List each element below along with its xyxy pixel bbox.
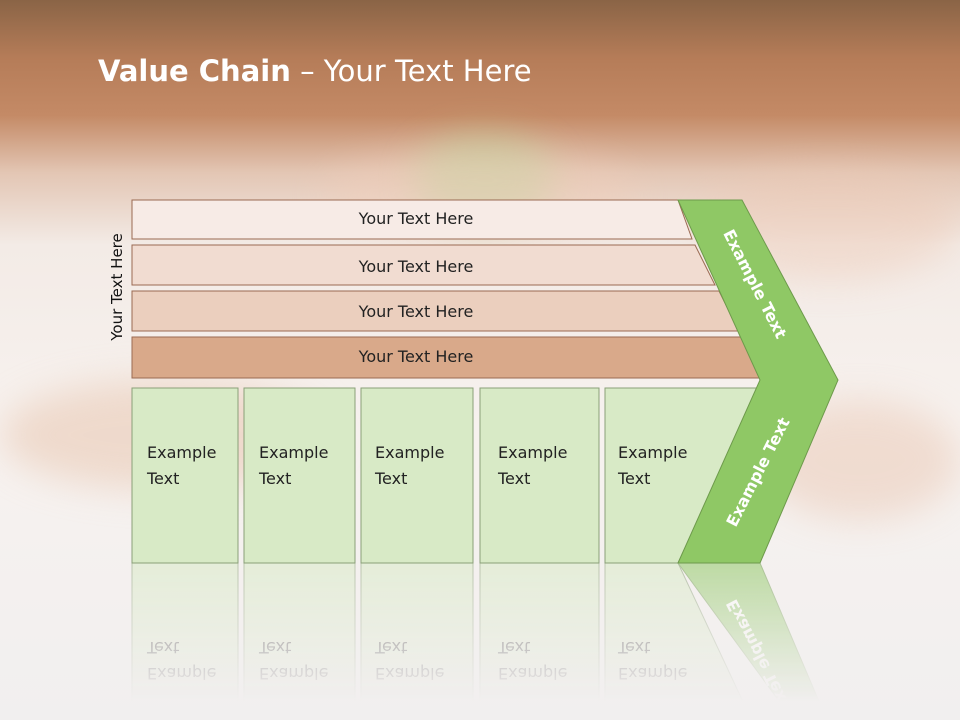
reflection-text: Example [498,664,567,683]
reflection-text: Example [375,664,444,683]
primary-box-line1: Example [259,443,328,462]
reflection-text: Text [258,638,291,657]
support-row-label: Your Text Here [358,347,474,366]
reflection-text: Text [146,638,179,657]
support-row: Your Text Here [131,199,693,240]
primary-box-shape [479,387,600,564]
reflection-box [479,562,600,720]
reflection-text: Example [618,664,687,683]
primary-box-line1: Example [618,443,687,462]
primary-activity-box: Example Text [131,387,239,564]
reflection-text: Text [617,638,650,657]
primary-box-shape [243,387,356,564]
margin-chevron [677,199,839,564]
reflection-text: Text [374,638,407,657]
page-title: Value Chain – Your Text Here [98,54,532,88]
primary-activity-box: Example Text [604,387,761,564]
support-row-shape [131,199,693,240]
reflection-text: Example [259,664,328,683]
title-bold: Value Chain [98,54,291,88]
primary-box-line2: Text [374,469,407,488]
title-rest: – Your Text Here [290,54,532,88]
support-row: Your Text Here [131,290,740,332]
primary-box-line2: Text [617,469,650,488]
support-row-label: Your Text Here [358,209,474,228]
support-row: Your Text Here [131,244,716,286]
primary-box-line1: Example [498,443,567,462]
primary-box-line2: Text [258,469,291,488]
reflection-text: Example [147,664,216,683]
reflection-text: Text [497,638,530,657]
primary-box-line2: Text [146,469,179,488]
primary-box-shape [360,387,474,564]
support-row-label: Your Text Here [358,302,474,321]
primary-activity-box: Example Text [479,387,600,564]
primary-activity-box: Example Text [243,387,356,564]
primary-box-line1: Example [375,443,444,462]
primary-box-shape [131,387,239,564]
reflection-box [131,562,239,720]
support-row-shape [131,244,716,286]
support-row: Your Text Here [131,336,765,379]
support-row-label: Your Text Here [358,257,474,276]
primary-box-line2: Text [497,469,530,488]
primary-box-line1: Example [147,443,216,462]
reflection-box [360,562,474,720]
primary-activity-box: Example Text [360,387,474,564]
